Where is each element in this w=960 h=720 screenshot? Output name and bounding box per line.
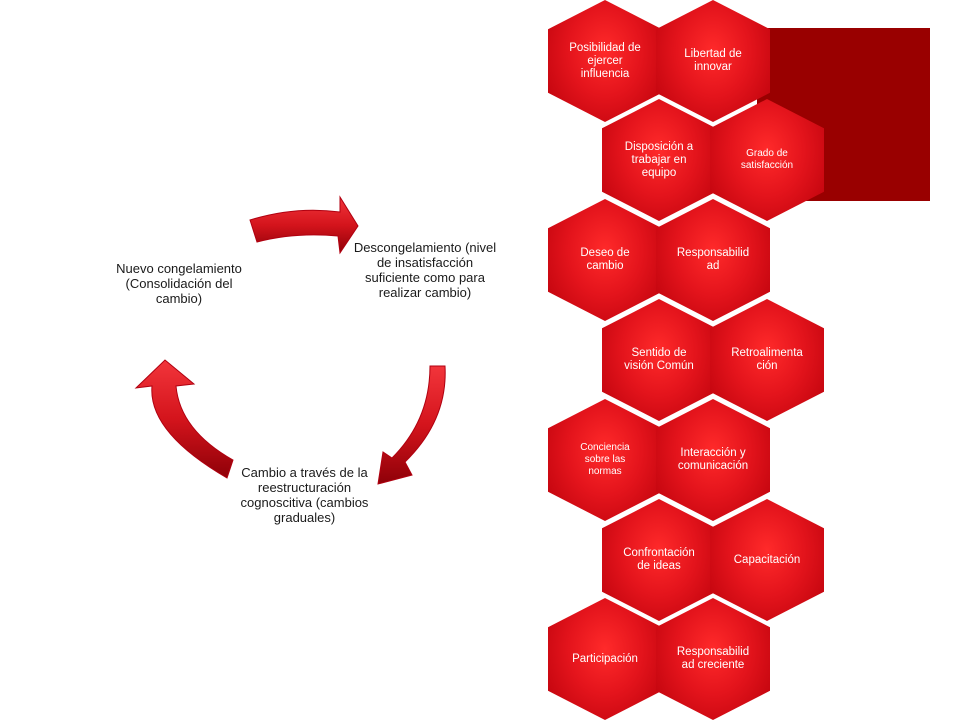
hexagon-sentido-vision: Sentido de visión Común <box>602 299 716 421</box>
hexagon-conciencia-normas: Conciencia sobre las normas <box>548 399 662 521</box>
arrow-top <box>249 195 359 255</box>
hexagon-label: Disposición a trabajar en equipo <box>624 140 694 179</box>
hexagon-participacion: Participación <box>548 598 662 720</box>
hexagon-label: Grado de satisfacción <box>740 148 794 171</box>
hexagon-label: Posibilidad de ejercer influencia <box>569 41 641 80</box>
hexagon-disposicion-equipo: Disposición a trabajar en equipo <box>602 99 716 221</box>
arrow-left <box>134 359 234 479</box>
hexagon-deseo-cambio: Deseo de cambio <box>548 199 662 321</box>
hexagon-grado-satisfaccion: Grado de satisfacción <box>710 99 824 221</box>
hexagon-retroalimentacion: Retroalimentación <box>710 299 824 421</box>
hexagon-label: Sentido de visión Común <box>624 347 694 372</box>
stage-refreeze-label: Nuevo congelamiento (Consolidación del c… <box>116 261 242 306</box>
hexagon-confrontacion-ideas: Confrontación de ideas <box>602 499 716 621</box>
hexagon-label: Participación <box>572 652 638 665</box>
stage-change-label: Cambio a través de la reestructuración c… <box>240 465 369 525</box>
hexagon-responsabilidad: Responsabilidad <box>656 199 770 321</box>
hexagon-label: Interacción y comunicación <box>677 447 749 472</box>
hexagon-label: Retroalimentación <box>731 347 803 372</box>
hexagon-label: Capacitación <box>733 553 801 566</box>
hexagon-label: Responsabilidad creciente <box>676 646 750 671</box>
hexagon-label: Confrontación de ideas <box>623 547 695 572</box>
hexagon-label: Deseo de cambio <box>580 247 630 272</box>
hexagon-libertad-innovar: Libertad de innovar <box>656 0 770 122</box>
stage-unfreeze-label: Descongelamiento (nivel de insatisfacció… <box>353 240 497 300</box>
hexagon-label: Conciencia sobre las normas <box>580 442 630 477</box>
hexagon-label: Responsabilidad <box>676 247 750 272</box>
arrow-right <box>377 365 446 485</box>
hexagon-capacitacion: Capacitación <box>710 499 824 621</box>
hexagon-responsabilidad-creciente: Responsabilidad creciente <box>656 598 770 720</box>
hexagon-posibilidad-influencia: Posibilidad de ejercer influencia <box>548 0 662 122</box>
hexagon-label: Libertad de innovar <box>684 48 742 73</box>
hexagon-interaccion-comunicacion: Interacción y comunicación <box>656 399 770 521</box>
